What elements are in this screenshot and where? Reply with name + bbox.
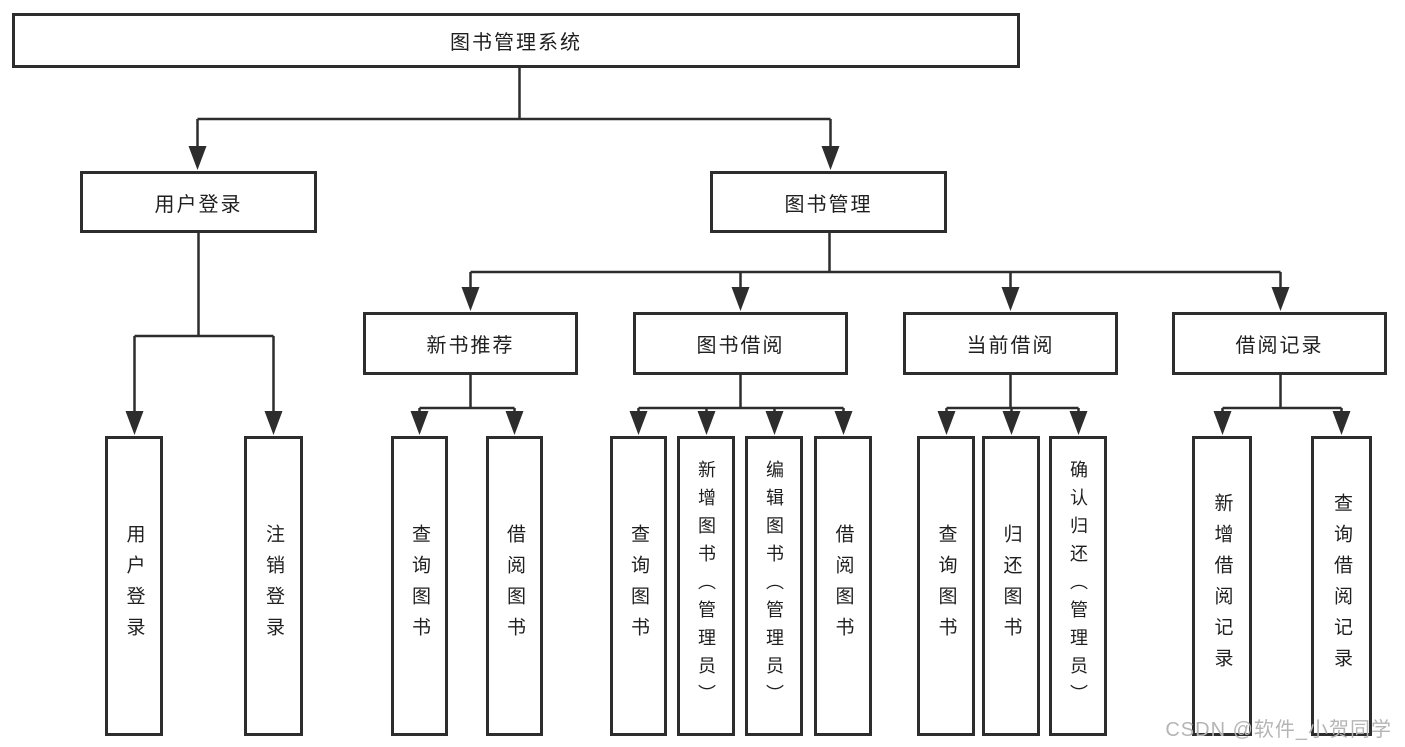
leaf-logout-label: 注销登录 [263, 524, 284, 648]
leaf-query-borrow-record-label: 查询借阅记录 [1331, 493, 1352, 679]
tree-edges [133, 68, 1343, 415]
watermark: CSDN @软件_小贺同学 [1165, 719, 1392, 741]
leaf-edit-book-admin: 编辑图书（管理员） [745, 436, 803, 736]
leaf-user-login: 用户登录 [105, 436, 163, 736]
node-borrow-records-label: 借阅记录 [1235, 335, 1324, 357]
leaf-add-borrow-record-label: 新增借阅记录 [1211, 493, 1233, 679]
node-book-borrow: 图书借阅 [633, 312, 848, 375]
leaf-query-books-2: 查询图书 [610, 436, 667, 736]
leaf-query-borrow-record: 查询借阅记录 [1311, 436, 1372, 736]
node-book-management: 图书管理 [710, 171, 947, 233]
node-new-book-recommend-label: 新书推荐 [426, 335, 515, 357]
leaf-user-login-label: 用户登录 [123, 524, 145, 648]
node-user-login-label: 用户登录 [154, 193, 243, 216]
leaf-query-books-3-label: 查询图书 [935, 524, 957, 648]
node-borrow-records: 借阅记录 [1172, 312, 1387, 375]
leaf-borrow-books-1: 借阅图书 [486, 436, 543, 736]
leaf-query-books-2-label: 查询图书 [628, 524, 649, 648]
leaf-return-book: 归还图书 [982, 436, 1040, 736]
leaf-borrow-books-2-label: 借阅图书 [832, 524, 854, 648]
leaf-edit-book-admin-label: 编辑图书（管理员） [764, 460, 784, 712]
leaf-add-borrow-record: 新增借阅记录 [1192, 436, 1252, 736]
arrowhead-icons [125, 146, 1351, 435]
leaf-query-books-3: 查询图书 [917, 436, 975, 736]
node-root-label: 图书管理系统 [450, 32, 582, 54]
leaf-logout: 注销登录 [244, 436, 303, 736]
leaf-query-books-1: 查询图书 [391, 436, 448, 736]
node-book-borrow-label: 图书借阅 [696, 335, 785, 357]
leaf-query-books-1-label: 查询图书 [409, 524, 430, 648]
node-book-management-label: 图书管理 [784, 193, 873, 216]
node-new-book-recommend: 新书推荐 [363, 312, 578, 375]
leaf-add-book-admin: 新增图书（管理员） [677, 436, 735, 736]
leaf-borrow-books-1-label: 借阅图书 [504, 524, 525, 648]
node-current-borrow-label: 当前借阅 [966, 335, 1055, 357]
leaf-return-book-label: 归还图书 [1000, 524, 1022, 648]
node-user-login: 用户登录 [80, 171, 317, 233]
leaf-borrow-books-2: 借阅图书 [814, 436, 872, 736]
leaf-confirm-return-admin: 确认归还（管理员） [1049, 436, 1107, 736]
node-current-borrow: 当前借阅 [903, 312, 1118, 375]
node-root: 图书管理系统 [12, 13, 1020, 68]
leaf-add-book-admin-label: 新增图书（管理员） [696, 460, 716, 712]
leaf-confirm-return-admin-label: 确认归还（管理员） [1068, 460, 1088, 712]
